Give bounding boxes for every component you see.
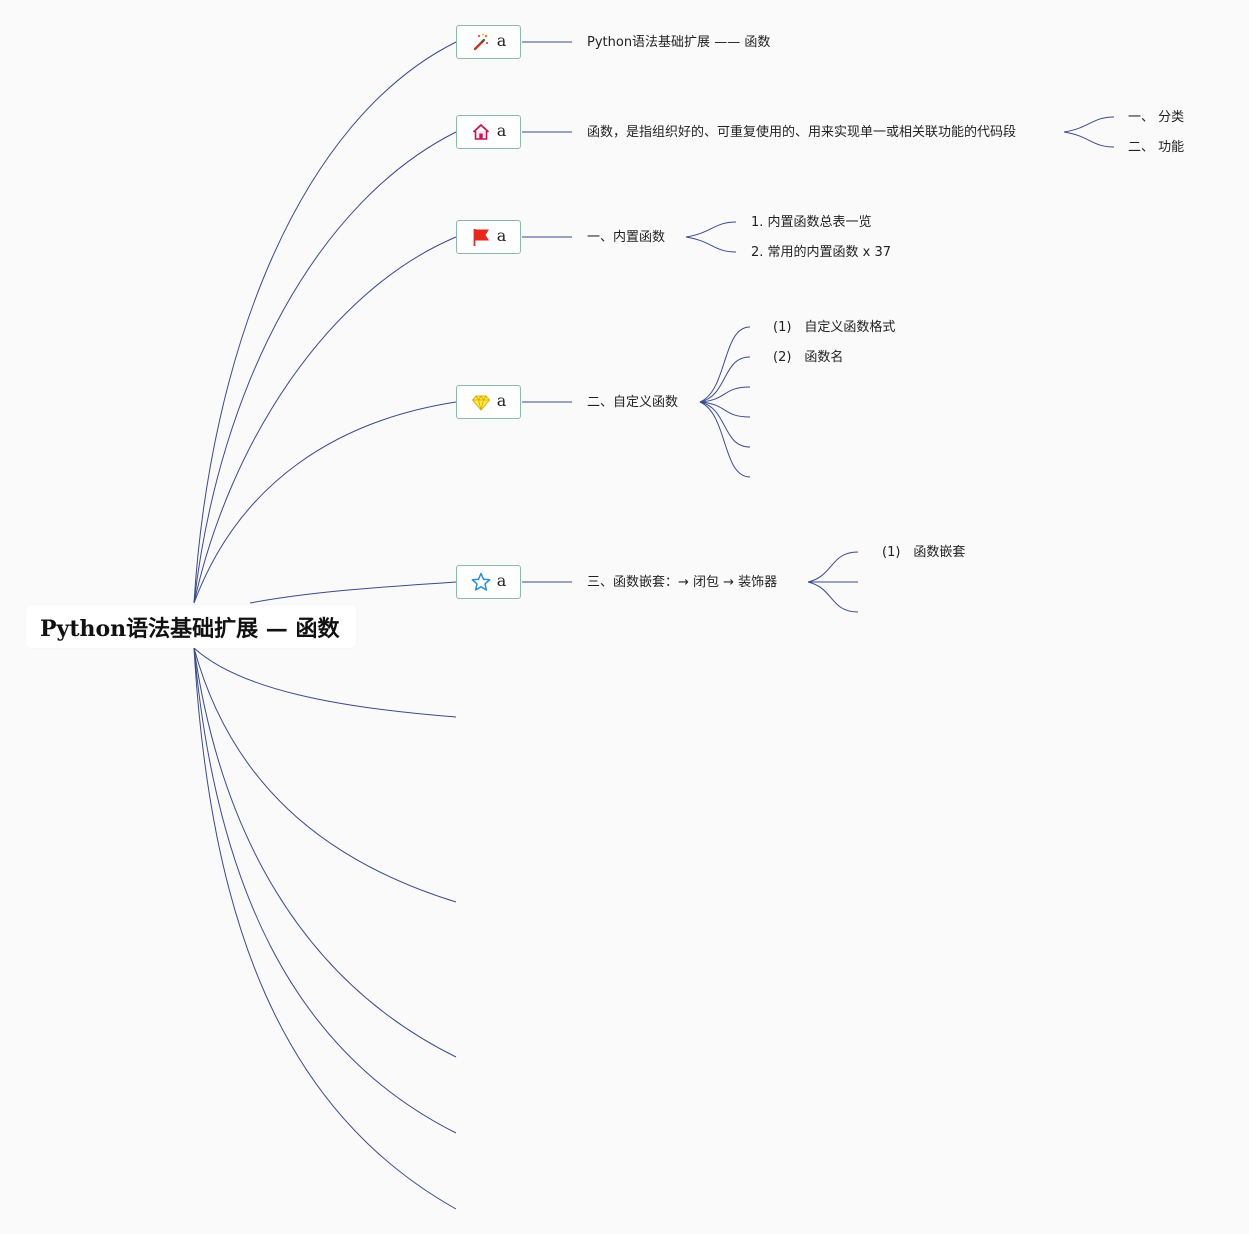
branch-text-5[interactable]: 三、函数嵌套：→ 闭包 → 装饰器 bbox=[587, 575, 778, 590]
connector-root-box-2 bbox=[193, 131, 457, 604]
connector-fan-b5-3 bbox=[807, 581, 859, 613]
subitem-b5-1[interactable]: (1) 函数嵌套 bbox=[882, 545, 966, 560]
diamond-icon bbox=[471, 392, 491, 412]
root-node[interactable]: Python语法基础扩展 — 函数 bbox=[26, 605, 356, 648]
branch-text-2[interactable]: 函数，是指组织好的、可重复使用的、用来实现单一或相关联功能的代码段 bbox=[587, 125, 1017, 140]
connector-fan-b4-4 bbox=[699, 401, 751, 418]
branch-text-3[interactable]: 一、内置函数 bbox=[587, 230, 666, 245]
branch-node-5[interactable]: a bbox=[456, 565, 521, 599]
connector-fan-b4-6 bbox=[699, 401, 751, 478]
connector-fan-b3-2 bbox=[685, 236, 737, 253]
connector-root-empty-3 bbox=[193, 647, 457, 1058]
connector-root-box-4 bbox=[193, 401, 457, 604]
connector-fan-b4-3 bbox=[699, 386, 751, 403]
connector-root-box-1 bbox=[193, 41, 457, 604]
subitem-b4-1[interactable]: (1) 自定义函数格式 bbox=[773, 320, 896, 335]
star-icon bbox=[471, 572, 491, 592]
connector-root-empty-1 bbox=[193, 647, 457, 718]
branch-node-1-label: a bbox=[496, 30, 507, 50]
subitem-b3-2[interactable]: 2. 常用的内置函数 x 37 bbox=[751, 245, 892, 260]
connector-fan-b2-2 bbox=[1063, 131, 1115, 148]
connector-fan-b4-5 bbox=[699, 401, 751, 448]
magic-wand-icon bbox=[471, 32, 491, 52]
branch-node-5-label: a bbox=[496, 570, 507, 590]
branch-text-4[interactable]: 二、自定义函数 bbox=[587, 395, 679, 410]
subitem-b2-1[interactable]: 一、 分类 bbox=[1128, 110, 1185, 125]
red-flag-icon bbox=[471, 227, 491, 247]
branch-node-2[interactable]: a bbox=[456, 115, 521, 149]
branch-node-1[interactable]: a bbox=[456, 25, 521, 59]
connector-fan-b5-1 bbox=[807, 551, 859, 583]
connector-root-box-5 bbox=[249, 581, 457, 604]
connector-fan-b2-1 bbox=[1063, 116, 1115, 133]
branch-node-3[interactable]: a bbox=[456, 220, 521, 254]
branch-text-1[interactable]: Python语法基础扩展 —— 函数 bbox=[587, 35, 771, 50]
connector-root-empty-5 bbox=[193, 647, 457, 1210]
branch-node-3-label: a bbox=[496, 225, 507, 245]
connector-fan-b4-1 bbox=[699, 326, 751, 403]
connector-fan-b4-2 bbox=[699, 356, 751, 403]
branch-node-2-label: a bbox=[496, 120, 507, 140]
branch-node-4[interactable]: a bbox=[456, 385, 521, 419]
connector-root-box-3 bbox=[193, 236, 457, 604]
subitem-b4-2[interactable]: (2) 函数名 bbox=[773, 350, 844, 365]
root-label: Python语法基础扩展 — 函数 bbox=[40, 615, 340, 642]
connector-root-empty-4 bbox=[193, 647, 457, 1134]
branch-node-4-label: a bbox=[496, 390, 507, 410]
connector-root-empty-2 bbox=[193, 647, 457, 903]
subitem-b2-2[interactable]: 二、 功能 bbox=[1128, 140, 1185, 155]
house-icon bbox=[471, 122, 491, 142]
connector-fan-b3-1 bbox=[685, 221, 737, 238]
subitem-b3-1[interactable]: 1. 内置函数总表一览 bbox=[751, 215, 872, 230]
